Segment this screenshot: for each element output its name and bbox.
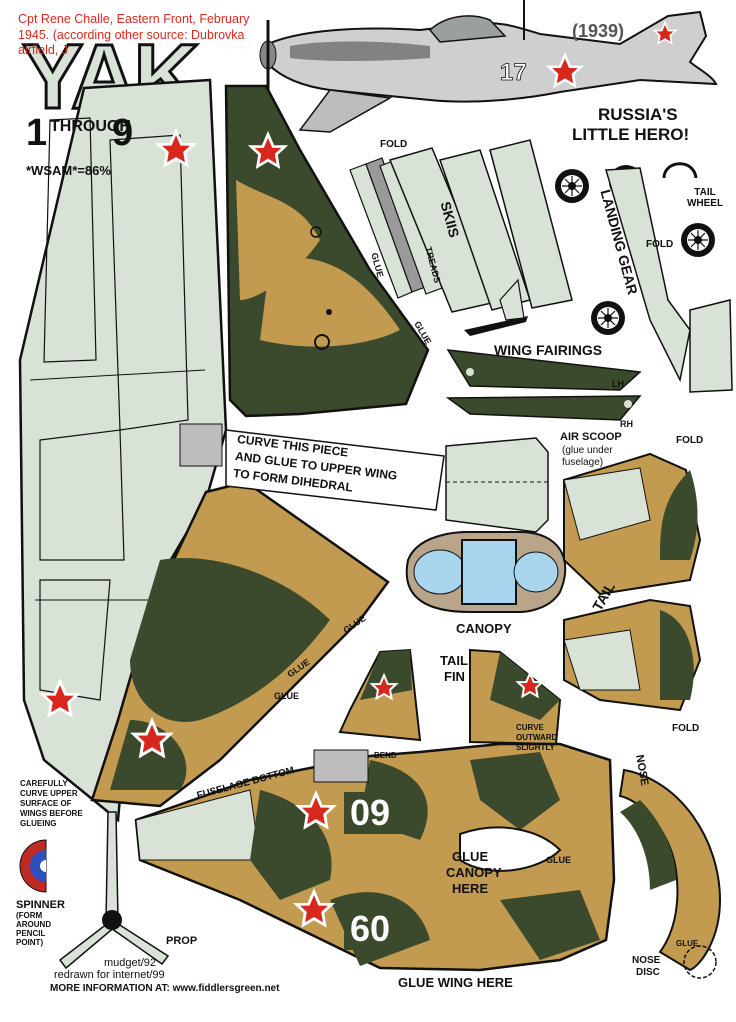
spinner-note-1: (FORM xyxy=(16,911,43,920)
title-num-a: 1 xyxy=(26,112,48,154)
svg-text:YAK: YAK xyxy=(22,26,199,128)
slogan-line-1: RUSSIA'S xyxy=(598,105,678,124)
fold-label-skis: FOLD xyxy=(380,139,408,150)
more-info-line: MORE INFORMATION AT: www.fiddlersgreen.n… xyxy=(50,983,280,994)
carefully-note-2: CURVE UPPER xyxy=(20,789,78,798)
credit-line-1: mudget/92 xyxy=(104,957,156,969)
landing-gear-parts xyxy=(554,162,733,393)
rh-label: RH xyxy=(620,419,633,429)
annotation-note: Cpt Rene Challe, Eastern Front, February… xyxy=(18,12,250,58)
carefully-note-5: GLUEING xyxy=(20,819,57,828)
nose-ring-piece xyxy=(618,768,722,979)
curve-outward-3: SLIGHTLY xyxy=(516,743,555,752)
curve-note-box xyxy=(225,429,445,511)
wing-camo-bottom xyxy=(90,480,390,808)
carefully-note-1: CAREFULLY xyxy=(20,779,68,788)
title-num-b: 9 xyxy=(112,112,134,154)
fuselage-piece xyxy=(134,742,616,972)
prop-label: PROP xyxy=(166,935,198,947)
slogan-line-2: LITTLE HERO! xyxy=(572,125,690,144)
tail-fin-label-1: TAIL xyxy=(440,653,468,668)
wheel-icon-3 xyxy=(590,300,626,336)
credit-line-2: redrawn for internet/99 xyxy=(54,969,165,981)
tail-fin-label-2: FIN xyxy=(444,669,465,684)
curve-outward-2: OUTWARD xyxy=(516,733,558,742)
glue-wing-here-label: GLUE WING HERE xyxy=(398,975,513,990)
fuselage-number-09: 09 xyxy=(350,792,391,833)
title-yak: YAK xyxy=(21,25,205,130)
spinner-part xyxy=(19,839,47,893)
spinner-note-4: POINT) xyxy=(16,938,44,947)
plane-number: 17 xyxy=(500,59,527,86)
wheel-icon-4 xyxy=(680,222,716,258)
air-scoop-label-2: (glue under xyxy=(562,445,613,456)
glue-canopy-2: CANOPY xyxy=(446,865,502,880)
tail-piece xyxy=(563,452,702,712)
tail-wheel-label: TAIL WHEEL xyxy=(686,187,724,209)
wing-fairings-label: WING FAIRINGS xyxy=(494,342,603,358)
wing-camo-top xyxy=(224,84,430,418)
wheel-icon-1 xyxy=(554,168,590,204)
air-scoop-label-1: AIR SCOOP xyxy=(560,431,622,443)
upper-wing-piece xyxy=(18,78,228,823)
glue-canopy-3: HERE xyxy=(452,881,489,896)
air-scoop-part xyxy=(445,437,549,533)
aircraft-illustration: 17 xyxy=(259,0,718,133)
curve-outward-1: CURVE xyxy=(516,723,544,732)
propeller xyxy=(58,811,170,970)
nose-disc-label-1: NOSE xyxy=(632,955,661,966)
spinner-note-2: AROUND xyxy=(16,920,52,929)
canopy-label: CANOPY xyxy=(456,621,512,636)
skis-parts xyxy=(349,139,573,336)
year-label: (1939) xyxy=(572,21,625,41)
glue-label-fuselage: GLUE xyxy=(546,855,572,865)
fuselage-number-60: 60 xyxy=(350,908,391,949)
carefully-note-3: SURFACE OF xyxy=(20,799,72,808)
glue-label-nose: GLUE xyxy=(676,939,699,948)
bend-label: BEND xyxy=(374,751,397,760)
fold-label-gear: FOLD xyxy=(646,239,674,250)
carefully-note-4: WINGS BEFORE xyxy=(20,809,83,818)
fold-label-tail: FOLD xyxy=(672,723,700,734)
spinner-note-3: PENCIL xyxy=(16,929,46,938)
canopy-part xyxy=(405,530,567,613)
air-scoop-label-3: fuselage) xyxy=(562,457,604,468)
title-through: THROUGH xyxy=(50,118,131,135)
tail-fin-parts xyxy=(338,648,562,746)
wing-fairings xyxy=(445,349,642,421)
glue-label-3: GLUE xyxy=(274,691,300,701)
spinner-label: SPINNER xyxy=(16,899,65,911)
glue-canopy-1: GLUE xyxy=(452,849,489,864)
lh-label: LH xyxy=(612,379,624,389)
nose-disc-label-2: DISC xyxy=(636,967,660,978)
fold-label-scoop: FOLD xyxy=(676,435,704,446)
scale-label: *WSAM*=86% xyxy=(26,163,111,178)
